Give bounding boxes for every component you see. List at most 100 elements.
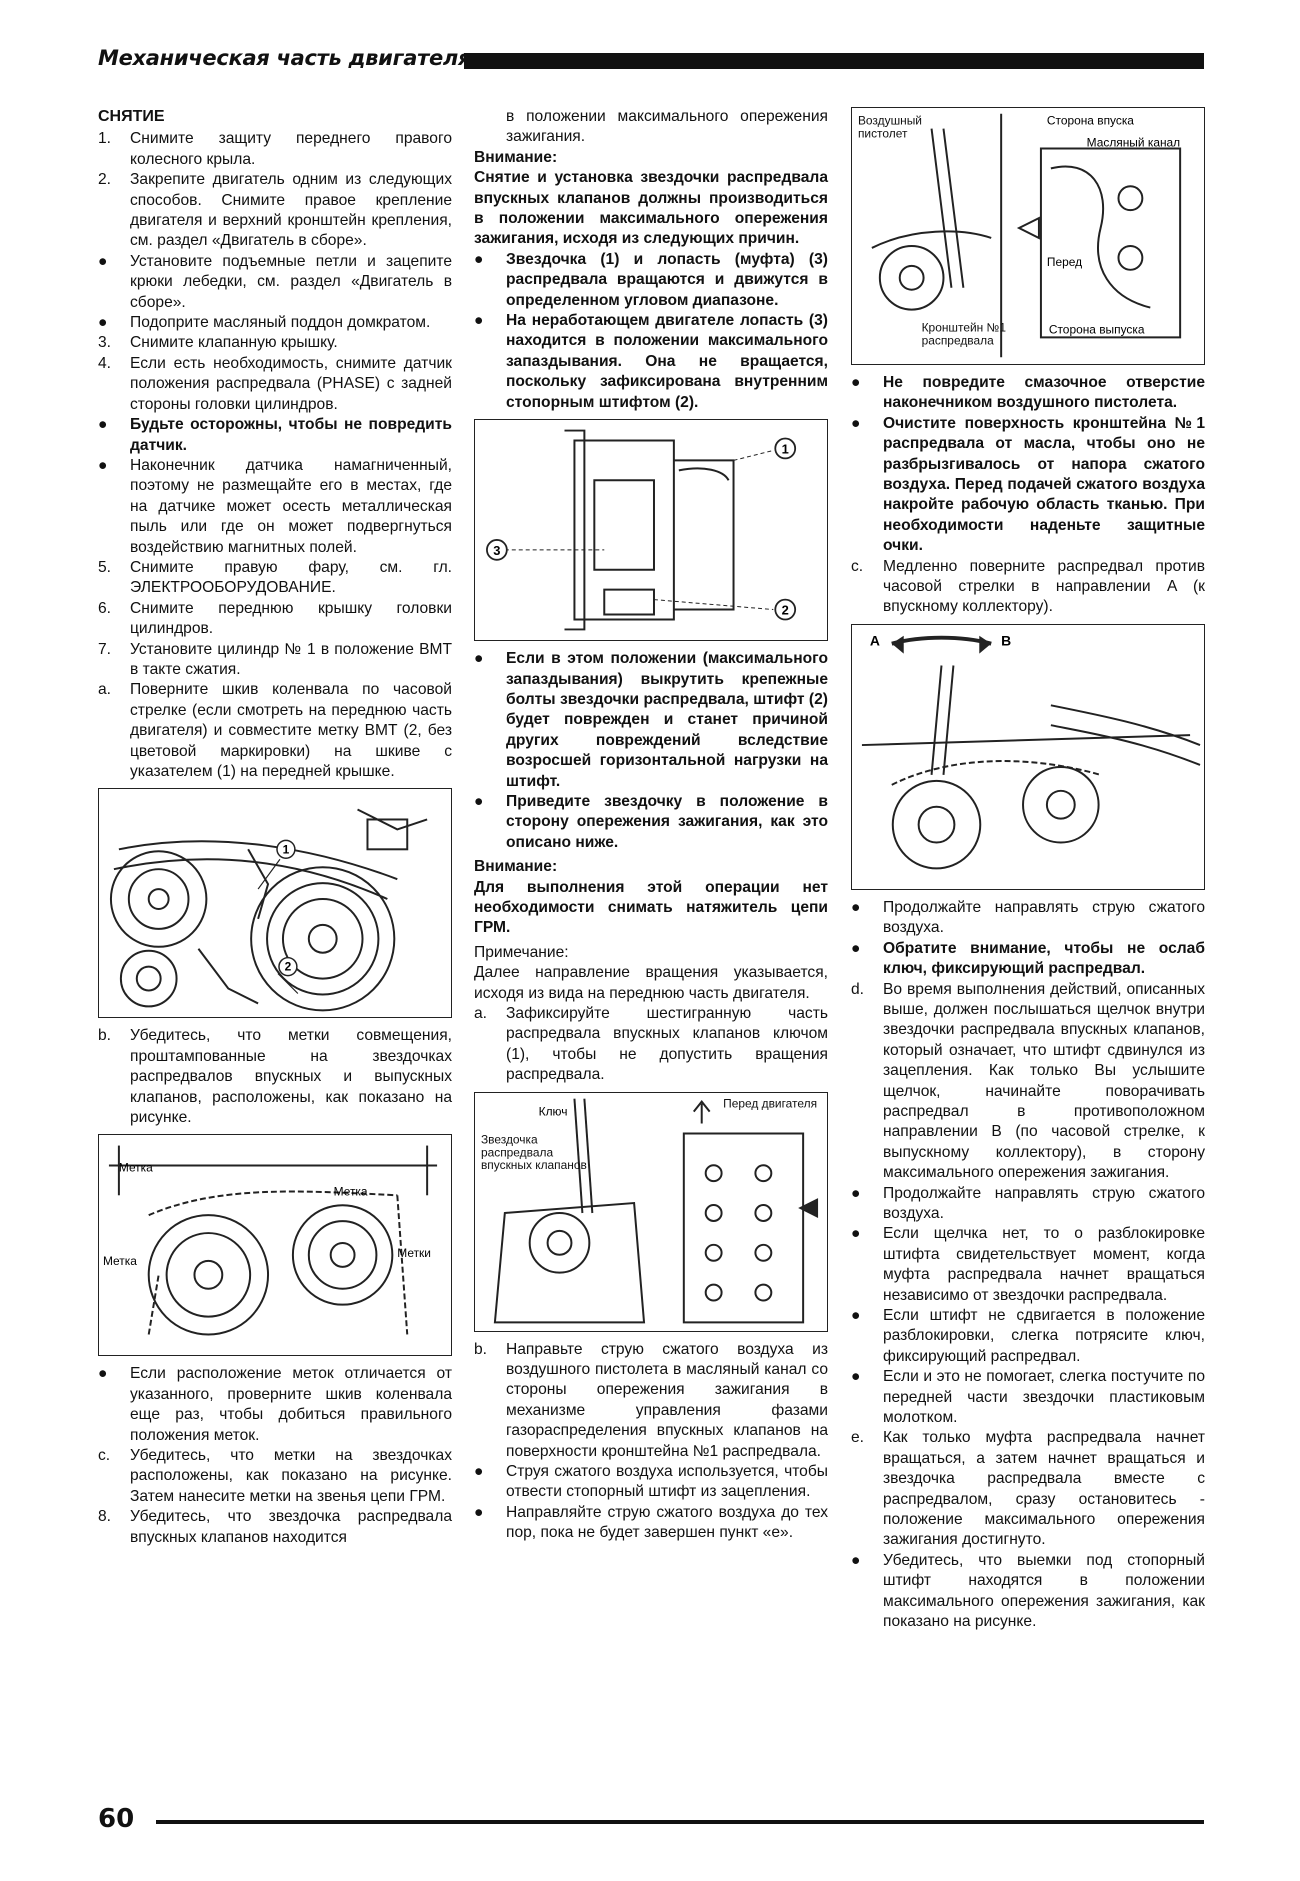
bullet-item: ●Установите подъемные петли и зацепите к… bbox=[98, 252, 452, 311]
column-1: СНЯТИЕ 1.Снимите защиту переднего правог… bbox=[98, 107, 452, 1548]
bullet-item: ●Убедитесь, что выемки под стопорный шти… bbox=[851, 1551, 1205, 1631]
timing-marks-drawing: Метка Метка Метка Метки bbox=[103, 1146, 438, 1336]
bullet-item: ●Продолжайте направлять струю сжатого во… bbox=[851, 898, 1205, 937]
page-footer: 60 bbox=[98, 1804, 1204, 1840]
figure-key-fixing: Ключ Звездочка распредвала впускных клап… bbox=[474, 1091, 828, 1332]
bullet-icon: ● bbox=[98, 1365, 108, 1383]
warning-text: Снятие и установка звездочки распредвала… bbox=[474, 169, 828, 248]
page-number: 60 bbox=[98, 1804, 135, 1834]
label-1: 1 bbox=[283, 843, 290, 857]
air-gun-drawing: Воздушный пистолет Сторона впуска Маслян… bbox=[857, 114, 1182, 358]
header-bar bbox=[464, 53, 1204, 69]
bullet-icon: ● bbox=[474, 792, 484, 810]
label-mark-3: Метка bbox=[103, 1254, 137, 1268]
list-item: 5.Снимите правую фару, см. гл. ЭЛЕКТРООБ… bbox=[98, 558, 452, 597]
list-item: 7.Установите цилиндр № 1 в положение ВМТ… bbox=[98, 640, 452, 678]
label-b: B bbox=[1001, 633, 1011, 649]
key-fixing-drawing: Ключ Звездочка распредвала впускных клап… bbox=[480, 1097, 819, 1323]
figure-timing-marks: Метка Метка Метка Метки bbox=[98, 1134, 452, 1357]
label-1: 1 bbox=[782, 442, 789, 457]
bullet-item: ●Направляйте струю сжатого воздуха до те… bbox=[474, 1503, 828, 1542]
figure-crankshaft-pulley: 1 2 bbox=[98, 788, 452, 1019]
bullet-icon: ● bbox=[851, 898, 861, 916]
label-bracket-1: Кронштейн №1 распредвала bbox=[921, 321, 1006, 348]
bullet-icon: ● bbox=[851, 1307, 861, 1324]
list-item: 3.Снимите клапанную крышку. bbox=[98, 334, 338, 352]
label-front: Перед bbox=[1047, 255, 1082, 269]
bullet-item: ●Обратите внимание, чтобы не ослаб ключ,… bbox=[851, 939, 1205, 978]
bullet-icon: ● bbox=[474, 1503, 484, 1521]
label-key: Ключ bbox=[539, 1104, 568, 1118]
bullet-item: ●Продолжайте направлять струю сжатого во… bbox=[851, 1184, 1205, 1222]
label-3: 3 bbox=[493, 543, 500, 558]
bullet-item: ●Звездочка (1) и лопасть (муфта) (3) рас… bbox=[474, 250, 828, 309]
bullet-icon: ● bbox=[851, 1225, 861, 1243]
list-item: 8.Убедитесь, что звездочка распредвала в… bbox=[98, 1508, 452, 1546]
list-item: c.Медленно поверните распредвал против ч… bbox=[851, 557, 1205, 616]
label-marks: Метки bbox=[397, 1246, 431, 1260]
bullet-icon: ● bbox=[474, 312, 484, 330]
bullet-icon: ● bbox=[851, 1551, 861, 1569]
footer-line bbox=[156, 1820, 1204, 1824]
warning-heading: Внимание: bbox=[474, 858, 558, 876]
bullet-item: ●Если расположение меток отличается от у… bbox=[98, 1365, 452, 1444]
label-oil-channel: Масляный канал bbox=[1087, 136, 1181, 150]
bullet-icon: ● bbox=[98, 314, 108, 332]
bullet-item: ●Если щелчка нет, то о разблокировке шти… bbox=[851, 1225, 1205, 1304]
list-item: 4.Если есть необходимость, снимите датчи… bbox=[98, 354, 452, 413]
heading-removal: СНЯТИЕ bbox=[98, 108, 165, 125]
list-item: b.Направьте струю сжатого воздуха из воз… bbox=[474, 1340, 828, 1460]
figure-sprocket-section: 1 2 3 bbox=[474, 419, 828, 642]
bullet-item: ●Подоприте масляный поддон домкратом. bbox=[98, 313, 452, 333]
list-item: c.Убедитесь, что метки на звездочках рас… bbox=[98, 1447, 452, 1505]
label-2: 2 bbox=[782, 603, 789, 618]
bullet-item: ●Если штифт не сдвигается в положение ра… bbox=[851, 1307, 1205, 1365]
list-item: 6.Снимите переднюю крышку головки цилинд… bbox=[98, 599, 452, 638]
rotation-direction-drawing: A B bbox=[861, 633, 1201, 870]
label-a: A bbox=[870, 633, 880, 649]
column-2: в положении максимального опережения заж… bbox=[474, 107, 828, 1544]
bullet-icon: ● bbox=[98, 252, 108, 270]
bullet-item: ●Не повредите смазочное отверстие наконе… bbox=[851, 374, 1205, 412]
note-text: Далее направление вращения указывается, … bbox=[474, 964, 828, 1002]
figure-rotation-direction: A B bbox=[851, 623, 1205, 890]
warning-text: Для выполнения этой операции нет необход… bbox=[474, 878, 828, 937]
label-air-gun: Воздушный пистолет bbox=[857, 114, 922, 141]
list-item: e.Как только муфта распредвала начнет вр… bbox=[851, 1429, 1205, 1549]
bullet-item: ●Если и это не помогает, слегка постучит… bbox=[851, 1368, 1205, 1427]
bullet-icon: ● bbox=[474, 650, 484, 668]
bullet-item: ●Приведите звездочку в положение в сторо… bbox=[474, 792, 828, 851]
bullet-icon: ● bbox=[474, 250, 484, 268]
label-intake-side: Сторона впуска bbox=[1047, 114, 1134, 128]
page-header: Механическая часть двигателя bbox=[98, 44, 1204, 78]
label-2: 2 bbox=[285, 960, 292, 974]
bullet-item: ●На неработающем двигателе лопасть (3) н… bbox=[474, 312, 828, 411]
label-exhaust-side: Сторона выпуска bbox=[1049, 322, 1145, 336]
label-mark-2: Метка bbox=[334, 1185, 368, 1199]
bullet-item: ●Очистите поверхность кронштейна №1 расп… bbox=[851, 414, 1205, 555]
list-item: 2.Закрепите двигатель одним из следующих… bbox=[98, 171, 452, 250]
bullet-icon: ● bbox=[851, 374, 861, 391]
bullet-icon: ● bbox=[98, 456, 108, 474]
bullet-item: ●Наконечник датчика намагниченный, поэто… bbox=[98, 456, 452, 556]
label-intake-sprocket: Звездочка распредвала впускных клапанов bbox=[480, 1133, 587, 1172]
list-item: b.Убедитесь, что метки совмещения, прошт… bbox=[98, 1027, 452, 1127]
sprocket-section-drawing: 1 2 3 bbox=[486, 429, 797, 631]
figure-air-gun: Воздушный пистолет Сторона впуска Маслян… bbox=[851, 107, 1205, 365]
bullet-item: ●Струя сжатого воздуха используется, что… bbox=[474, 1463, 828, 1501]
bullet-item: ●Будьте осторожны, чтобы не повредить да… bbox=[98, 416, 452, 454]
bullet-icon: ● bbox=[851, 1184, 861, 1202]
crankshaft-pulley-drawing: 1 2 bbox=[109, 809, 428, 1012]
list-item: a.Поверните шкив коленвала по часовой ст… bbox=[98, 681, 452, 780]
bullet-icon: ● bbox=[474, 1463, 484, 1481]
label-engine-front: Перед двигателя bbox=[723, 1097, 818, 1111]
bullet-icon: ● bbox=[851, 939, 861, 957]
bullet-item: ●Если в этом положении (максимального за… bbox=[474, 650, 828, 790]
note-heading: Примечание: bbox=[474, 943, 569, 961]
bullet-icon: ● bbox=[851, 1368, 861, 1386]
label-mark-1: Метка bbox=[119, 1161, 153, 1175]
section-title: Механическая часть двигателя bbox=[98, 46, 472, 70]
list-item: 1.Снимите защиту переднего правого колес… bbox=[98, 130, 452, 168]
warning-heading: Внимание: bbox=[474, 148, 558, 166]
bullet-icon: ● bbox=[851, 414, 861, 432]
